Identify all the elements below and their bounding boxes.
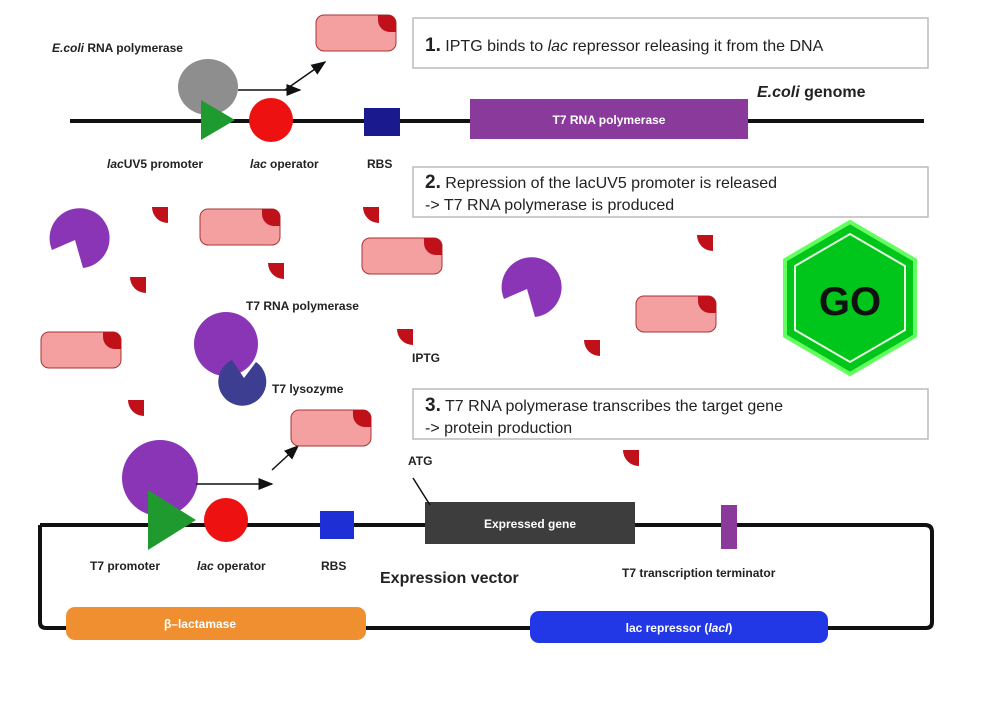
rbs-top-label: RBS xyxy=(367,157,392,171)
iptg-molecule-5 xyxy=(130,277,146,293)
ecoli-rna-polymerase xyxy=(178,59,238,115)
iptg-molecule-7 xyxy=(584,340,600,356)
lacuv5-promoter xyxy=(201,100,235,140)
lac-repressor-3 xyxy=(635,295,717,333)
iptg-molecule-8 xyxy=(128,400,144,416)
step-3-box: 3. T7 RNA polymerase transcribes the tar… xyxy=(412,388,929,440)
iptg-molecule-9 xyxy=(623,450,639,466)
t7-promoter xyxy=(148,490,196,550)
release-arrow-top xyxy=(284,61,327,91)
lac-operator-top xyxy=(249,98,293,142)
t7-polymerase-bound xyxy=(194,312,258,376)
go-label: GO xyxy=(819,280,881,324)
atg-pointer xyxy=(412,477,431,506)
ecoli-genome-label: E.coli genome xyxy=(757,84,866,101)
lac-operator-bottom-label: lac operator xyxy=(197,559,266,573)
t7-rna-polymerase-gene xyxy=(470,99,748,139)
lac-repressor-bottom xyxy=(290,409,372,447)
rbs-bottom xyxy=(320,511,354,539)
lac-repressor-released xyxy=(315,14,397,52)
t7-terminator xyxy=(721,505,737,549)
t7-rna-polymerase-gene-label: T7 RNA polymerase xyxy=(553,113,666,127)
lacuv5-promoter-label: lacUV5 promoter xyxy=(107,157,203,171)
expressed-gene-bar xyxy=(425,502,635,544)
lac-operator-top-label: lac operator xyxy=(250,157,319,171)
t7-polymerase-on-vector xyxy=(122,440,198,516)
beta-lactamase-label: β–lactamase xyxy=(164,617,236,631)
beta-lactamase-bar xyxy=(66,607,366,640)
lac-repressor-gene-label: lac repressor (lacI) xyxy=(626,621,733,635)
lac-operator-bottom xyxy=(204,498,248,542)
lac-repressor-4 xyxy=(40,331,122,369)
rbs-bottom-label: RBS xyxy=(321,559,346,573)
expressed-gene-label: Expressed gene xyxy=(484,517,576,531)
ecoli-rna-polymerase-label: E.coli RNA polymerase xyxy=(52,41,183,55)
t7-polymerase-2 xyxy=(501,257,562,317)
svg-text:3. T7 RNA polymerase transcrib: 3. T7 RNA polymerase transcribes the tar… xyxy=(425,395,783,416)
lac-repressor-2 xyxy=(361,237,443,275)
t7-polymerase-1 xyxy=(49,208,110,268)
svg-text:1. IPTG binds to lac repressor: 1. IPTG binds to lac repressor releasing… xyxy=(425,35,824,56)
t7-rna-polymerase-label: T7 RNA polymerase xyxy=(246,299,359,313)
iptg-molecule-4 xyxy=(268,263,284,279)
iptg-molecule-2 xyxy=(363,207,379,223)
expression-vector-loop xyxy=(38,523,934,630)
iptg-molecule-1 xyxy=(152,207,168,223)
t7-promoter-label: T7 promoter xyxy=(90,559,160,573)
go-hexagon: GO xyxy=(783,219,917,377)
svg-text:-> T7 RNA polymerase is produc: -> T7 RNA polymerase is produced xyxy=(425,197,674,214)
svg-text:-> protein production: -> protein production xyxy=(425,420,572,437)
t7-lysozyme-label: T7 lysozyme xyxy=(272,382,344,396)
atg-label: ATG xyxy=(408,454,432,468)
step-2-box: 2. Repression of the lacUV5 promoter is … xyxy=(412,166,929,218)
t7-lysozyme xyxy=(218,360,267,406)
t7-terminator-label: T7 transcription terminator xyxy=(622,566,776,580)
svg-text:2. Repression of the lacUV5 pr: 2. Repression of the lacUV5 promoter is … xyxy=(425,172,777,193)
iptg-molecule-6 xyxy=(397,329,413,345)
expression-vector-label: Expression vector xyxy=(380,570,519,587)
step-1-box: 1. IPTG binds to lac repressor releasing… xyxy=(412,17,929,69)
release-arrow-bottom xyxy=(271,444,300,471)
iptg-molecule-3 xyxy=(697,235,713,251)
lac-repressor-1 xyxy=(199,208,281,246)
iptg-label: IPTG xyxy=(412,351,440,365)
lac-repressor-gene-bar xyxy=(530,611,828,643)
rbs-top xyxy=(364,108,400,136)
